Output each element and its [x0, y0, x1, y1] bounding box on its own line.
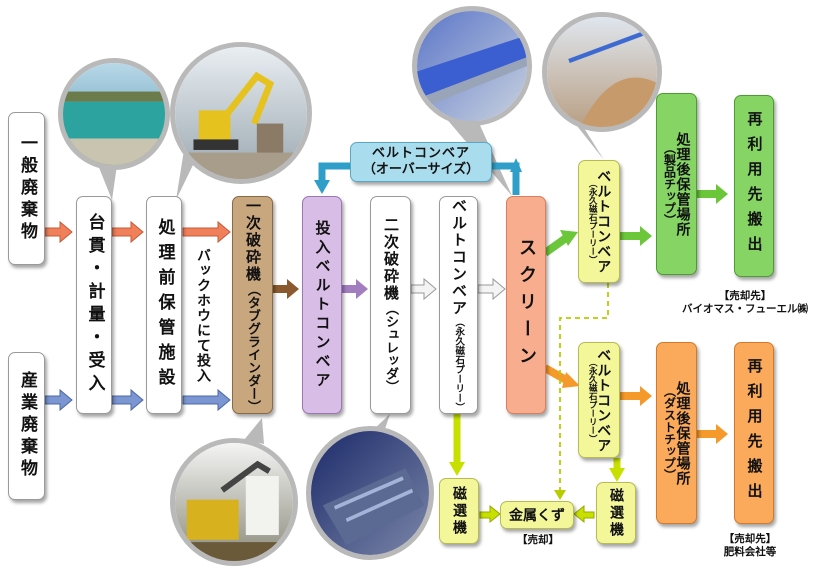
arrow-overhead-to-input — [318, 162, 350, 182]
input-conveyor-box: 投入ベルトコンベア — [302, 196, 342, 414]
product-storage-label: 処理後保管場所 — [674, 131, 691, 237]
tub-grinder-photo — [170, 438, 298, 566]
backhoe-note: バックホウにて投入 — [190, 248, 216, 386]
chip-pile-photo — [542, 12, 662, 132]
upper-reuse-box: 再利用先搬出 — [734, 95, 774, 277]
arrow-right-magnet-head — [609, 468, 625, 482]
dust-storage-sub-label: （ダストチップ） — [662, 385, 677, 481]
main-belt-conveyor-sub-label: （永久磁石プーリー） — [453, 317, 465, 412]
upper-reuse-label: 再利用先搬出 — [745, 111, 764, 261]
dashed-upper-conveyor-to-scrap — [559, 283, 609, 494]
upper-belt-conveyor-label: ベルトコンベア — [595, 169, 612, 274]
conveyor-photo — [412, 6, 532, 126]
arrow-crusher-to-input — [273, 279, 299, 299]
primary-crusher-label: 一次破砕機 — [244, 197, 262, 283]
arrow-product-storage-to-reuse — [697, 184, 728, 204]
lower-belt-conveyor-sub-label: （永久磁石プーリー） — [587, 357, 598, 443]
secondary-crusher-sub-label: （シュレッダ） — [383, 302, 398, 393]
primary-crusher-sub-label: （タブグラインダー） — [245, 282, 260, 413]
arrow-screen-to-lower-conveyor — [543, 364, 568, 384]
arrow-weighing-to-storage-blue — [111, 388, 144, 412]
general-waste-label: 一般廃棄物 — [17, 133, 37, 244]
product-storage-sub-label: （製品チップ） — [662, 142, 677, 226]
shredder-photo — [306, 426, 434, 560]
weighing-label: 台貫・計量・受入 — [84, 213, 105, 397]
arrow-screen-lower-head — [562, 372, 580, 388]
screen-label: スクリーン — [516, 237, 537, 373]
dust-storage-label: 処理後保管場所 — [674, 380, 691, 486]
arrow-storage-to-crusher-red — [182, 220, 231, 244]
secondary-crusher-label: 二次破砕機 — [382, 217, 400, 302]
arrow-general-to-weighing — [44, 220, 73, 244]
weighing-box: 台貫・計量・受入 — [76, 196, 112, 414]
pool-storage-photo — [58, 58, 170, 170]
pre-storage-label: 処理前保管施設 — [154, 217, 175, 393]
arrow-lower-conveyor-to-storage — [620, 386, 652, 406]
lower-buyer-caption-name: 肥料会社等 — [723, 546, 777, 558]
main-belt-conveyor-box: ベルトコンベア （永久磁石プーリー） — [439, 196, 478, 414]
arrow-input-to-shredder — [342, 279, 368, 299]
overhead-conveyor-label-1: ベルトコンベア — [371, 146, 470, 161]
arrow-screen-to-upper-conveyor — [542, 234, 569, 257]
arrow-screen-upper-head — [560, 230, 578, 246]
input-conveyor-label: 投入ベルトコンベア — [313, 219, 332, 391]
left-magnet-label: 磁選機 — [451, 485, 467, 537]
lower-buyer-caption: 【売却先】 肥料会社等 — [700, 533, 800, 559]
arrow-dust-storage-to-reuse — [697, 424, 728, 444]
arrow-weighing-to-storage-red — [111, 220, 144, 244]
lower-belt-conveyor-label: ベルトコンベア — [595, 347, 612, 453]
upper-belt-conveyor-box: ベルトコンベア （永久磁石プーリー） — [578, 160, 620, 283]
main-belt-conveyor-label: ベルトコンベア — [450, 198, 468, 317]
arrow-left-magnet-to-scrap — [479, 504, 501, 524]
right-magnet-box: 磁選機 — [596, 482, 636, 544]
industrial-waste-box: 産業廃棄物 — [8, 352, 45, 500]
upper-buyer-caption-name: バイオマス・フューエル㈱ — [682, 303, 808, 315]
arrow-conveyor-to-screen — [477, 277, 506, 301]
primary-crusher-box: 一次破砕機 （タブグラインダー） — [232, 196, 273, 414]
industrial-waste-label: 産業廃棄物 — [17, 371, 37, 481]
arrow-industrial-to-weighing — [44, 388, 73, 412]
arrow-left-magnet-head — [449, 462, 465, 476]
scrap-metal-box: 金属くず — [500, 501, 574, 529]
scrap-metal-label: 金属くず — [509, 508, 565, 524]
scrap-sale-caption: 【売却】 — [517, 534, 559, 546]
dust-storage-box: 処理後保管場所 （ダストチップ） — [656, 342, 697, 524]
arrow-storage-to-crusher-blue — [182, 388, 231, 412]
arrow-upper-conveyor-to-storage — [620, 226, 652, 246]
overhead-conveyor-box: ベルトコンベア （オーバーサイズ） — [350, 142, 492, 182]
overhead-conveyor-label-2: （オーバーサイズ） — [362, 162, 480, 177]
backhoe-note-label: バックホウにて投入 — [195, 248, 211, 383]
lower-belt-conveyor-box: ベルトコンベア （永久磁石プーリー） — [578, 342, 620, 458]
excavator-photo — [170, 42, 312, 184]
arrow-overhead-down-head — [314, 180, 330, 194]
lower-buyer-caption-label: 【売却先】 — [723, 533, 777, 545]
right-magnet-label: 磁選機 — [608, 487, 624, 539]
arrow-screen-up-head — [510, 158, 522, 172]
general-waste-box: 一般廃棄物 — [8, 112, 45, 265]
upper-buyer-caption: 【売却先】 バイオマス・フューエル㈱ — [680, 290, 810, 316]
left-magnet-box: 磁選機 — [439, 478, 479, 544]
arrow-right-magnet-to-scrap — [573, 504, 595, 524]
screen-box: スクリーン — [506, 196, 546, 414]
secondary-crusher-box: 二次破砕機 （シュレッダ） — [370, 196, 411, 414]
product-storage-box: 処理後保管場所 （製品チップ） — [656, 93, 697, 275]
arrow-shredder-to-conveyor — [410, 277, 437, 301]
upper-belt-conveyor-sub-label: （永久磁石プーリー） — [587, 179, 598, 264]
pre-storage-box: 処理前保管施設 — [146, 196, 182, 414]
upper-buyer-caption-label: 【売却先】 — [718, 290, 772, 302]
lower-reuse-label: 再利用先搬出 — [745, 358, 764, 508]
dashed-arrow-head — [554, 490, 566, 500]
lower-reuse-box: 再利用先搬出 — [734, 342, 774, 524]
photo-pointer-grinder — [244, 418, 264, 444]
